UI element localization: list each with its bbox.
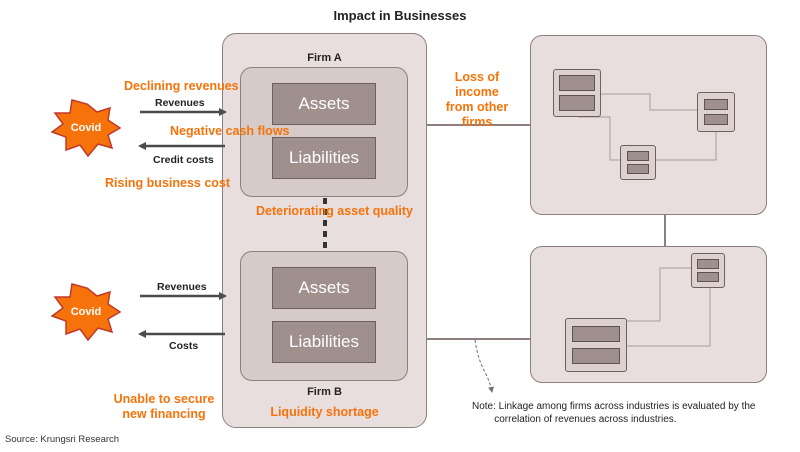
mini-firm-icon [553, 69, 601, 117]
mini-firm-icon [565, 318, 627, 372]
covid-label-top: Covid [70, 122, 102, 134]
mini-firm-cell [697, 259, 719, 269]
costs-label: Costs [169, 340, 199, 352]
firm-b-assets: Assets [272, 267, 376, 309]
effect-loss-of-income: Loss of income from other firms [445, 70, 509, 129]
revenues-label-top: Revenues [155, 97, 205, 109]
covid-label-bottom: Covid [70, 306, 102, 318]
mini-firm-icon [620, 145, 656, 180]
mini-firm-icon [691, 253, 725, 288]
mini-firm-cell [572, 326, 620, 342]
mini-firm-cell [559, 95, 595, 111]
panel-top-connector-2 [578, 116, 622, 161]
firm-b-liabilities: Liabilities [272, 321, 376, 363]
effect-unable-to-secure: Unable to secure new financing [113, 392, 215, 421]
firm-a-assets: Assets [272, 83, 376, 125]
footnote: Note: Linkage among firms across industr… [472, 401, 756, 425]
firm-b-label: Firm B [307, 386, 342, 398]
covid-burst-top [50, 99, 122, 158]
panel-top-connector-3 [656, 132, 717, 161]
panel-bottom-connector-2 [627, 288, 711, 347]
revenues-label-bottom: Revenues [157, 281, 207, 293]
mini-firm-cell [704, 114, 728, 125]
diagram-title: Impact in Businesses [333, 8, 467, 23]
effect-negative-cash-flows: Negative cash flows [170, 124, 290, 138]
firm-a-label: Firm A [307, 52, 342, 64]
effect-deteriorating-asset-quality: Deteriorating asset quality [256, 204, 413, 218]
effect-liquidity-shortage: Liquidity shortage [270, 405, 379, 419]
panel-top-connector-1 [600, 93, 697, 111]
source-label: Source: Krungsri Research [5, 434, 120, 445]
effect-declining-revenues: Declining revenues [124, 79, 239, 93]
note-pointer [474, 339, 494, 393]
panel-bottom-connector-1 [627, 267, 693, 322]
covid-burst-bottom [50, 283, 122, 342]
mini-firm-cell [559, 75, 595, 91]
mini-firm-cell [704, 99, 728, 110]
mini-firm-cell [572, 348, 620, 364]
mini-firm-cell [627, 151, 649, 161]
mini-firm-cell [627, 164, 649, 174]
mini-firm-cell [697, 272, 719, 282]
effect-rising-business-cost: Rising business cost [105, 176, 231, 190]
firm-a-liabilities: Liabilities [272, 137, 376, 179]
credit-costs-label: Credit costs [153, 154, 214, 166]
mini-firm-icon [697, 92, 735, 132]
